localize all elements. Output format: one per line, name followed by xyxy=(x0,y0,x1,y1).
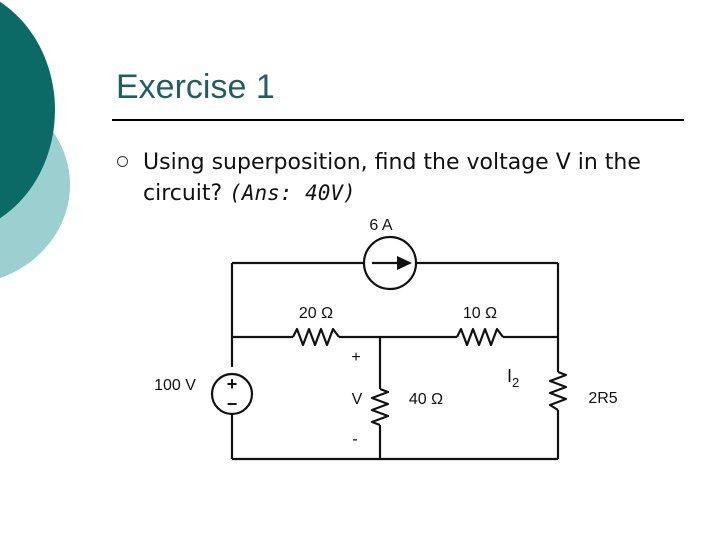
bullet-answer: (Ans: 40V) xyxy=(229,181,356,205)
current-i2-subscript: 2 xyxy=(512,375,519,390)
bullet-text: Using superposition, find the voltage V … xyxy=(143,148,683,209)
voltage-source-minus: − xyxy=(227,394,238,414)
bullet-question: Using superposition, find the voltage V … xyxy=(143,150,641,206)
slide-title: Exercise 1 xyxy=(116,68,275,106)
decoration-dark-circle xyxy=(0,1,55,219)
resistor-10-ohm xyxy=(456,327,504,347)
resistor-2r5-label: 2R5 xyxy=(588,390,617,407)
voltage-v-plus: + xyxy=(351,349,360,366)
voltage-source-plus: + xyxy=(227,374,238,394)
slide-decoration xyxy=(0,1,70,279)
resistor-40-ohm-label: 40 Ω xyxy=(409,391,443,408)
resistor-40-ohm xyxy=(370,387,390,427)
voltage-v-label: V xyxy=(352,391,363,408)
title-divider xyxy=(112,119,684,121)
voltage-source xyxy=(210,372,254,416)
voltage-v-minus: - xyxy=(352,431,357,448)
resistor-10-ohm-label: 10 Ω xyxy=(463,305,497,322)
current-source-arrow-icon xyxy=(397,256,412,270)
bullet-icon xyxy=(117,156,128,167)
resistor-20-ohm xyxy=(292,327,340,347)
resistor-20-ohm-label: 20 Ω xyxy=(299,305,333,322)
current-i2-label: I2 xyxy=(507,366,519,390)
resistor-2r5 xyxy=(548,370,568,411)
current-i2-main: I xyxy=(507,366,512,386)
voltage-source-label: 100 V xyxy=(154,377,196,394)
current-source-label: 6 A xyxy=(369,217,392,234)
